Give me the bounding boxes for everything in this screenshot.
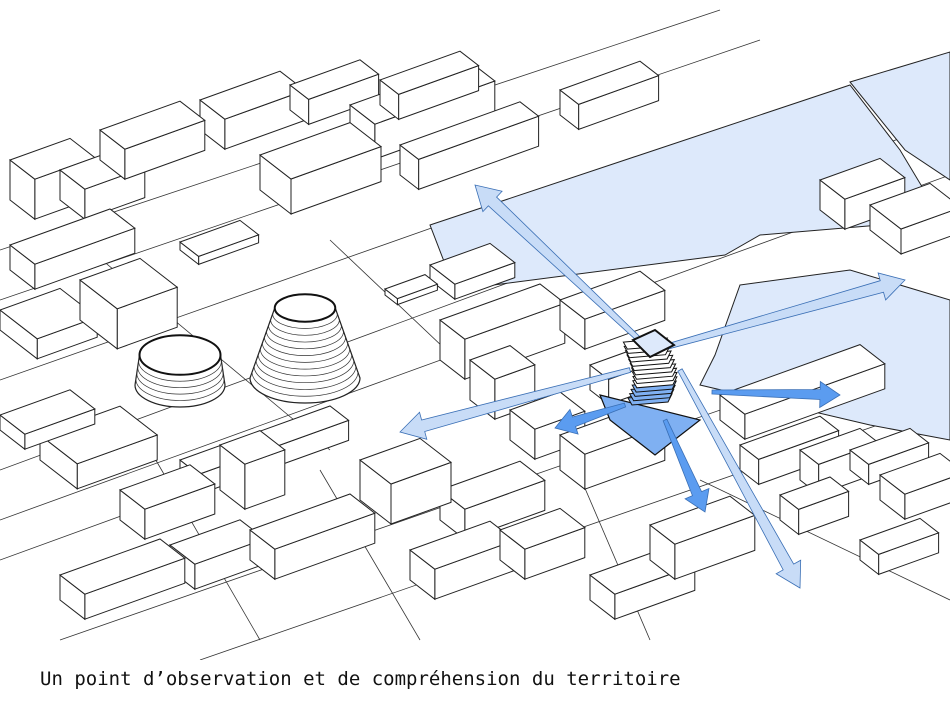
view-arrows-short [554, 380, 841, 513]
building-roof [118, 464, 216, 510]
view-arrow [554, 402, 627, 435]
building-roof [0, 389, 96, 435]
building-roof [498, 507, 586, 550]
building-roof [288, 59, 380, 100]
cylinder-ring [259, 348, 351, 370]
cylinder-ring [136, 372, 224, 395]
tower-roof [631, 328, 676, 359]
cylinder-ring [262, 342, 348, 363]
building-roof [818, 157, 906, 200]
cylinder-ring [137, 366, 223, 388]
building-roof [848, 427, 930, 465]
building-roof [738, 415, 840, 460]
street-line [0, 224, 441, 381]
building-roof [383, 274, 439, 300]
building-roof [858, 517, 940, 555]
view-arrows-long [399, 184, 906, 589]
cylinder-ring [264, 337, 346, 356]
cylinder-ring [266, 331, 344, 350]
building-roof [58, 538, 186, 595]
cylinder-top [138, 334, 222, 376]
building-roof [78, 257, 179, 310]
building-roof [378, 50, 480, 95]
view-arrow [474, 184, 648, 348]
view-arrow [399, 367, 632, 440]
building-roof [558, 270, 666, 320]
building-roof [438, 460, 546, 510]
building-roof [468, 345, 536, 380]
building-roof [8, 208, 136, 265]
cylinder-top [273, 293, 337, 323]
building-roof [868, 182, 950, 230]
building-roof [428, 242, 516, 285]
building-roof [98, 100, 206, 150]
cylinder-ring [253, 366, 357, 390]
cylindrical-towers [134, 293, 361, 408]
caption: Un point d’observation et de compréhensi… [40, 668, 681, 690]
cylinder-ring [135, 378, 225, 401]
building-roof [248, 493, 376, 550]
building-roof [508, 391, 586, 430]
cylinder-ring [270, 319, 340, 336]
building-roof [178, 219, 260, 257]
building-roof [878, 452, 950, 495]
view-arrow [653, 272, 906, 353]
view-arrow [711, 380, 841, 409]
buildings [0, 50, 950, 621]
building-roof [558, 60, 660, 105]
cylinder-ring [255, 360, 355, 383]
building-roof [218, 430, 286, 465]
cylinder-ring [268, 325, 342, 343]
building-roof [398, 101, 540, 160]
cylinder-ring [272, 313, 338, 329]
city-axonometric-view [0, 9, 950, 660]
street-line [699, 479, 950, 601]
water-area [849, 51, 950, 181]
view-arrow [662, 418, 710, 513]
building-roof [778, 476, 850, 510]
cylinder-ring [138, 360, 222, 382]
cylinder-ring [251, 372, 359, 397]
building-roof [358, 437, 453, 485]
building-roof [258, 122, 383, 180]
cylinder-ring [257, 354, 353, 377]
view-arrow [677, 368, 802, 589]
